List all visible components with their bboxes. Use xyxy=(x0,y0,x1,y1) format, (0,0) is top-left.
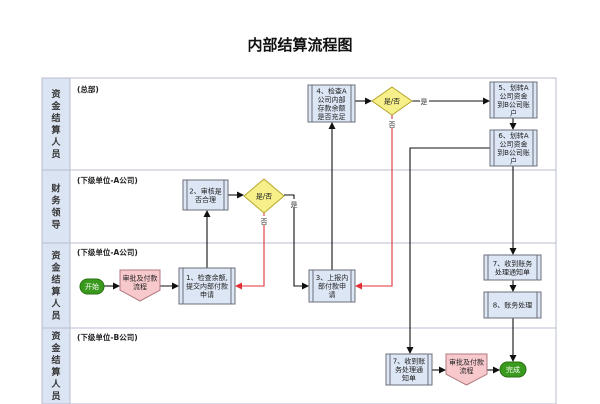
node-label-line: 到B公司账 xyxy=(497,148,530,157)
lane-header-char: 人 xyxy=(50,298,61,310)
node-label-line: 6、划转A xyxy=(498,131,528,140)
node-label-line: 公司资金 xyxy=(500,91,528,100)
decision_mid[interactable]: 是/否 xyxy=(243,178,285,214)
node-label-line: 户 xyxy=(510,156,517,165)
lane-header-char: 资 xyxy=(51,88,60,100)
node-label-line: 处理通知单 xyxy=(495,267,530,276)
decision-label: 是/否 xyxy=(384,98,400,106)
node-label-line: 存款余额 xyxy=(318,103,346,112)
edge-decision-top-no xyxy=(355,115,393,290)
process-step8[interactable]: 8、账务处理 xyxy=(483,291,542,319)
edge-label-no: 否 xyxy=(261,218,268,226)
lane-header-char: 资 xyxy=(51,330,60,342)
node-label-line: 务处理通 xyxy=(395,365,423,374)
node-label-line: 7、收到账 xyxy=(393,357,425,366)
lane-header-char: 人 xyxy=(50,136,61,148)
lane-header-char: 金 xyxy=(50,100,61,112)
lane-header-char: 金 xyxy=(50,342,61,354)
node-label-line: 否合理 xyxy=(195,195,216,204)
node-label-line: 请 xyxy=(329,290,336,299)
lane-header-char: 员 xyxy=(51,149,60,160)
lane-header-char: 员 xyxy=(51,311,60,322)
lane-header-char: 领 xyxy=(51,207,60,219)
node-label-line: 7、收到账务 xyxy=(493,259,532,268)
lane-header-char: 结 xyxy=(51,274,60,286)
node-label-line: 部付款申 xyxy=(318,282,346,291)
node-label-line: 审批及付款 xyxy=(123,274,158,283)
node-label-line: 提交内部付款 xyxy=(186,282,228,291)
node-label-line: 8、账务处理 xyxy=(493,301,532,310)
node-label-line: 申请 xyxy=(200,290,214,299)
edges xyxy=(104,97,517,374)
start-label: 开始 xyxy=(85,282,99,291)
lane-header-char: 结 xyxy=(51,354,60,366)
edge-label-yes: 是 xyxy=(421,98,428,106)
node-label-line: 审批及付款 xyxy=(449,358,484,367)
lane-header-char: 人 xyxy=(50,378,61,390)
lane-header-char: 算 xyxy=(51,366,60,378)
lane-header-char: 务 xyxy=(51,195,61,207)
swimlanes xyxy=(41,77,557,404)
edge-decision-mid-no xyxy=(235,213,265,290)
lane-header-char: 结 xyxy=(51,112,60,124)
lane-header-char: 算 xyxy=(51,286,60,298)
decision-label: 是/否 xyxy=(256,193,272,201)
lane-header-char: 资 xyxy=(51,250,60,262)
node-label-line: 到B公司账 xyxy=(497,100,530,109)
lane-header-char: 财 xyxy=(50,183,60,195)
end-label: 完成 xyxy=(506,365,520,374)
lane-header-char: 金 xyxy=(50,262,61,274)
node-label-line: 流程 xyxy=(460,366,474,375)
node-label-line: 公司资金 xyxy=(500,139,528,148)
edge-decision-mid-yes xyxy=(284,194,309,290)
diagram-title: 内部结算流程图 xyxy=(247,36,352,54)
node-label-line: 4、检查A xyxy=(316,86,346,95)
lane-org-a-settlement: (下级单位-A公司) xyxy=(77,247,138,257)
node-label-line: 5、划转A xyxy=(498,83,528,92)
lane-org-a-finance: (下级单位-A公司) xyxy=(77,175,138,185)
edge-label-no: 否 xyxy=(389,121,396,129)
node-label-line: 2、审核是 xyxy=(189,186,221,195)
edge-step6-step7b xyxy=(406,147,490,354)
edge-label-yes: 是 xyxy=(291,201,298,209)
node-label-line: 户 xyxy=(510,108,517,117)
lane-org-b-settlement: (下级单位-B公司) xyxy=(77,332,138,342)
decision_top[interactable]: 是/否 xyxy=(371,86,413,116)
start-terminal[interactable]: 开始 xyxy=(79,278,105,295)
lane-org-hq: (总部) xyxy=(77,84,99,94)
node-label-line: 公司内部 xyxy=(318,95,346,104)
node-label-line: 3、上报内 xyxy=(316,273,348,282)
node-label-line: 是否充足 xyxy=(318,112,346,121)
node-label-line: 流程 xyxy=(133,282,147,291)
lane-header-char: 导 xyxy=(51,220,60,231)
node-label-line: 知单 xyxy=(402,374,416,383)
end-terminal[interactable]: 完成 xyxy=(499,361,527,378)
lane-header-char: 算 xyxy=(51,124,60,136)
node-label-line: 1、检查余额, xyxy=(186,273,228,282)
lane-header-char: 员 xyxy=(51,391,60,402)
